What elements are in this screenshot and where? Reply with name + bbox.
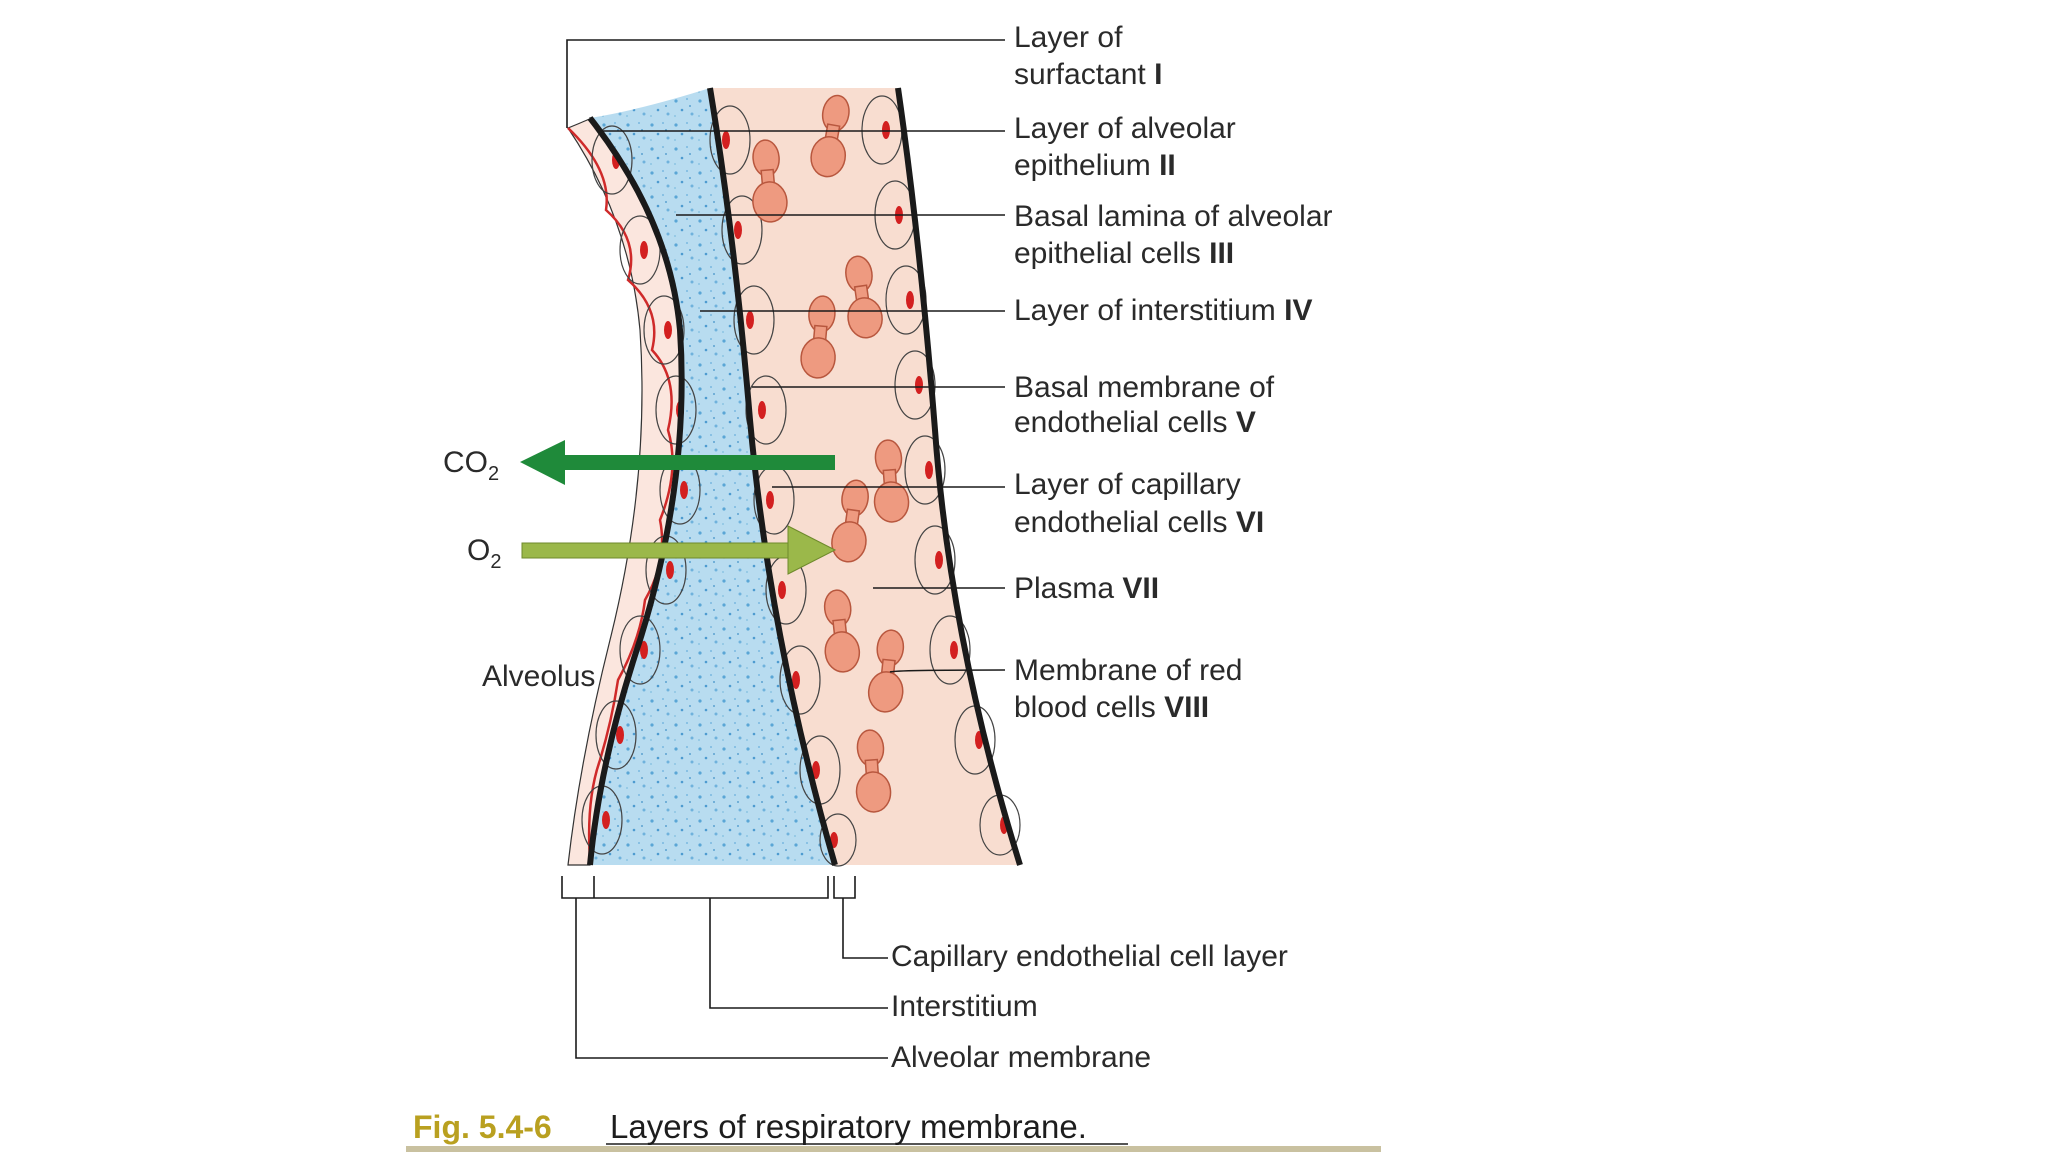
label-capillary-endo-line2: endothelial cells VI	[1014, 506, 1264, 539]
label-alveolar-membrane: Alveolar membrane	[891, 1041, 1151, 1074]
alveolus-label: Alveolus	[482, 660, 595, 693]
endothelial-basal-membrane	[707, 87, 838, 866]
rbc-8	[867, 629, 905, 713]
rbc-9	[855, 729, 892, 813]
capillary-outer-wall	[895, 87, 1023, 866]
endothelial-cells-left	[709, 105, 857, 867]
caption-figure-number: Fig. 5.4-6	[413, 1109, 552, 1145]
leader-lines	[566, 39, 1006, 673]
label-basal-membrane-line2: endothelial cells V	[1014, 406, 1256, 439]
co2-arrow	[520, 440, 835, 485]
label-rbc-line2: blood cells VIII	[1014, 691, 1209, 724]
red-blood-cells	[752, 94, 910, 813]
label-epithelium-line1: Layer of alveolar	[1014, 112, 1236, 145]
rbc-2	[752, 139, 788, 223]
o2-label: O2	[467, 534, 501, 573]
label-plasma: Plasma VII	[1014, 572, 1159, 605]
label-surfactant-line1: Layer of	[1014, 21, 1123, 54]
surfactant-layer	[567, 127, 674, 861]
label-interstitium-bracket: Interstitium	[891, 990, 1038, 1023]
co2-label: CO2	[443, 446, 499, 485]
rbc-4	[800, 295, 836, 379]
label-basal-lamina-line1: Basal lamina of alveolar	[1014, 200, 1333, 233]
alveolar-basal-lamina	[587, 116, 685, 866]
label-basal-lamina-line2: epithelial cells III	[1014, 237, 1234, 270]
label-basal-membrane-line1: Basal membrane of	[1014, 371, 1275, 404]
rbc-7	[823, 589, 861, 673]
interstitium-region	[590, 88, 835, 865]
label-rbc-line1: Membrane of red	[1014, 654, 1242, 687]
rbc-3	[845, 255, 883, 339]
layer-labels: Layer of surfactant I Layer of alveolar …	[1014, 21, 1333, 724]
label-capillary-endo-line1: Layer of capillary	[1014, 468, 1241, 501]
label-epithelium-line2: epithelium II	[1014, 149, 1176, 182]
rbc-6	[831, 479, 869, 563]
cropped-text-strip	[406, 1146, 1381, 1152]
label-surfactant-line2: surfactant I	[1014, 58, 1162, 91]
o2-arrow	[521, 525, 837, 575]
label-interstitium: Layer of interstitium IV	[1014, 294, 1312, 327]
bottom-brackets	[561, 876, 888, 1059]
figure-caption: Fig. 5.4-6 Layers of respiratory membran…	[406, 1108, 1381, 1152]
rbc-5	[873, 439, 910, 523]
caption-title: Layers of respiratory membrane.	[610, 1108, 1087, 1145]
label-capillary-endothelial-layer: Capillary endothelial cell layer	[891, 940, 1288, 973]
